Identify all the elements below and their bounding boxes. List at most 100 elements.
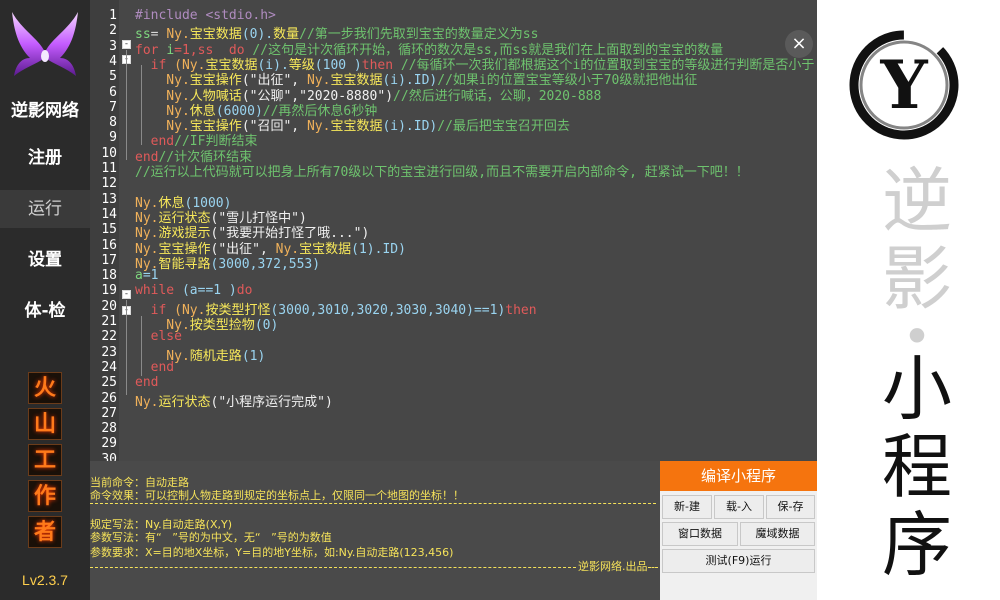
code-token: end xyxy=(135,149,159,165)
param-syntax: 参数写法：有“ ”号的为中文，无“ ”号的为数值 xyxy=(90,531,332,544)
param-requirement: 参数要求：X=目的地X坐标，Y=目的地Y坐标，如:Ny.自动走路(123,456… xyxy=(90,546,454,559)
code-line: Ny.游戏提示("我要开始打怪了哦...") xyxy=(135,222,369,241)
code-token: (i).ID) xyxy=(382,73,438,89)
code-line: ss= Ny.宝宝数据(0).数量//第一步我们先取到宝宝的数量定义为ss xyxy=(135,23,538,42)
load-button[interactable]: 载-入 xyxy=(714,495,764,519)
wings-logo-icon xyxy=(12,12,78,76)
brand-panel: Y 逆 影 • 小 程 序 xyxy=(817,0,1000,600)
code-token: 宝宝操作 xyxy=(189,73,242,89)
brand-char: 程 xyxy=(882,426,952,508)
code-token: 宝宝数据 xyxy=(330,119,383,135)
code-token: //如果i的位置宝宝等级小于70级就把他出征 xyxy=(437,73,698,89)
code-line: Ny.人物喊话("公聊","2020-8880")//然后进行喊话，公聊，202… xyxy=(135,85,601,104)
line-number: 26 xyxy=(101,390,117,406)
divider xyxy=(648,567,658,568)
code-token: (6000) xyxy=(215,103,263,119)
code-token: 运行状态 xyxy=(158,210,211,226)
fold-guide xyxy=(126,300,127,395)
code-token: 随机走路 xyxy=(189,348,242,364)
new-button[interactable]: 新-建 xyxy=(662,495,712,519)
window-data-button[interactable]: 窗口数据 xyxy=(662,522,738,546)
code-token: else xyxy=(135,329,182,345)
code-token: ("出征", xyxy=(210,241,276,257)
code-line: if (Ny.按类型打怪(3000,3010,3020,3030,3040)==… xyxy=(135,299,537,318)
code-token: Ny. xyxy=(135,226,159,242)
stamp-char: 火 xyxy=(28,372,62,404)
code-token: for xyxy=(135,42,167,58)
code-token: Ny. xyxy=(135,348,190,364)
code-token: = xyxy=(150,27,167,43)
sidebar: 逆影网络 注册 运行 设置 体-检 火 山 工 作 者 Lv2.3.7 xyxy=(0,0,90,600)
line-number: 27 xyxy=(101,405,117,421)
fold-toggle-icon[interactable]: - xyxy=(122,39,131,49)
code-token: Ny. xyxy=(275,241,300,257)
code-token: Ny. xyxy=(135,256,159,272)
test-run-button[interactable]: 测试(F9)运行 xyxy=(662,549,815,573)
nav-run[interactable]: 运行 xyxy=(0,190,90,228)
fold-toggle-icon[interactable]: - xyxy=(122,289,131,299)
line-number: 8 xyxy=(109,115,117,131)
footer-credit: 逆影网络.出品 xyxy=(578,560,648,573)
close-icon[interactable]: × xyxy=(785,30,813,58)
nav-register[interactable]: 注册 xyxy=(28,148,62,168)
save-button[interactable]: 保-存 xyxy=(766,495,815,519)
line-number: 17 xyxy=(101,252,117,268)
line-number: 19 xyxy=(101,283,117,299)
svg-text:Y: Y xyxy=(879,46,928,124)
code-token: (0) xyxy=(254,318,279,333)
brand-char: 逆 xyxy=(882,160,952,242)
code-token: Ny. xyxy=(135,394,159,410)
fold-guide xyxy=(141,316,142,376)
code-token: 宝宝操作 xyxy=(158,241,211,257)
code-line: Ny.宝宝操作("召回", Ny.宝宝数据(i).ID)//最后把宝宝召开回去 xyxy=(135,115,570,134)
line-number: 15 xyxy=(101,222,117,238)
nav-trial[interactable]: 体-检 xyxy=(24,301,66,321)
code-token: 宝宝数据 xyxy=(330,73,383,89)
code-token: //最后把宝宝召开回去 xyxy=(437,119,570,135)
code-token: ("小程序运行完成") xyxy=(210,394,333,410)
line-number: 3 xyxy=(109,38,117,54)
brand-char: 序 xyxy=(882,504,952,586)
code-token: 按类型捡物 xyxy=(189,318,255,333)
code-token: a xyxy=(135,268,143,284)
code-token: end xyxy=(135,359,175,375)
brand-char: 影 xyxy=(882,238,952,320)
line-number: 13 xyxy=(101,191,117,207)
domain-data-button[interactable]: 魔域数据 xyxy=(740,522,815,546)
code-line: if (Ny.宝宝数据(i).等级(100 )then //每循环一次我们都根据… xyxy=(135,54,815,73)
code-line: Ny.休息(1000) xyxy=(135,192,231,211)
code-token: then xyxy=(361,57,401,73)
code-token: Ny. xyxy=(306,119,331,135)
code-line: a=1 xyxy=(135,268,158,283)
code-line: Ny.按类型捡物(0) xyxy=(135,314,278,333)
code-token: ("雪儿打怪中") xyxy=(210,210,307,226)
code-token: (1000) xyxy=(184,195,232,211)
code-token: (i). xyxy=(257,57,289,73)
code-token: //这句是计次循环开始，循环的数次是ss,而ss就是我们在上面取到的宝宝的数量 xyxy=(252,42,724,58)
code-token: Ny. xyxy=(166,27,190,43)
nav-settings[interactable]: 设置 xyxy=(28,250,62,270)
code-token: i xyxy=(166,42,175,58)
divider xyxy=(90,567,576,568)
stamp-char: 工 xyxy=(28,444,62,476)
code-line: end xyxy=(135,359,175,375)
code-token: if xyxy=(135,57,175,73)
code-token: 宝宝数据 xyxy=(299,241,352,257)
code-token: =1 xyxy=(142,268,159,284)
code-token: (0). xyxy=(241,27,274,43)
code-token: (Ny. xyxy=(174,57,206,73)
stamp-char: 者 xyxy=(28,516,62,548)
line-number: 10 xyxy=(101,145,117,161)
code-token: ("出征", xyxy=(241,73,307,89)
code-line: Ny.运行状态("雪儿打怪中") xyxy=(135,207,307,226)
code-line: end//IF判断结束 xyxy=(135,130,258,149)
code-line: end xyxy=(135,375,158,390)
line-number: 25 xyxy=(101,375,117,391)
syntax-rule: 规定写法：Ny.自动走路(X,Y) xyxy=(90,518,233,531)
line-number: 21 xyxy=(101,314,117,329)
compile-button[interactable]: 编译小程序 xyxy=(660,461,817,491)
version-label: Lv2.3.7 xyxy=(22,572,68,588)
code-token: do xyxy=(236,283,253,299)
code-token: Ny. xyxy=(135,318,190,333)
